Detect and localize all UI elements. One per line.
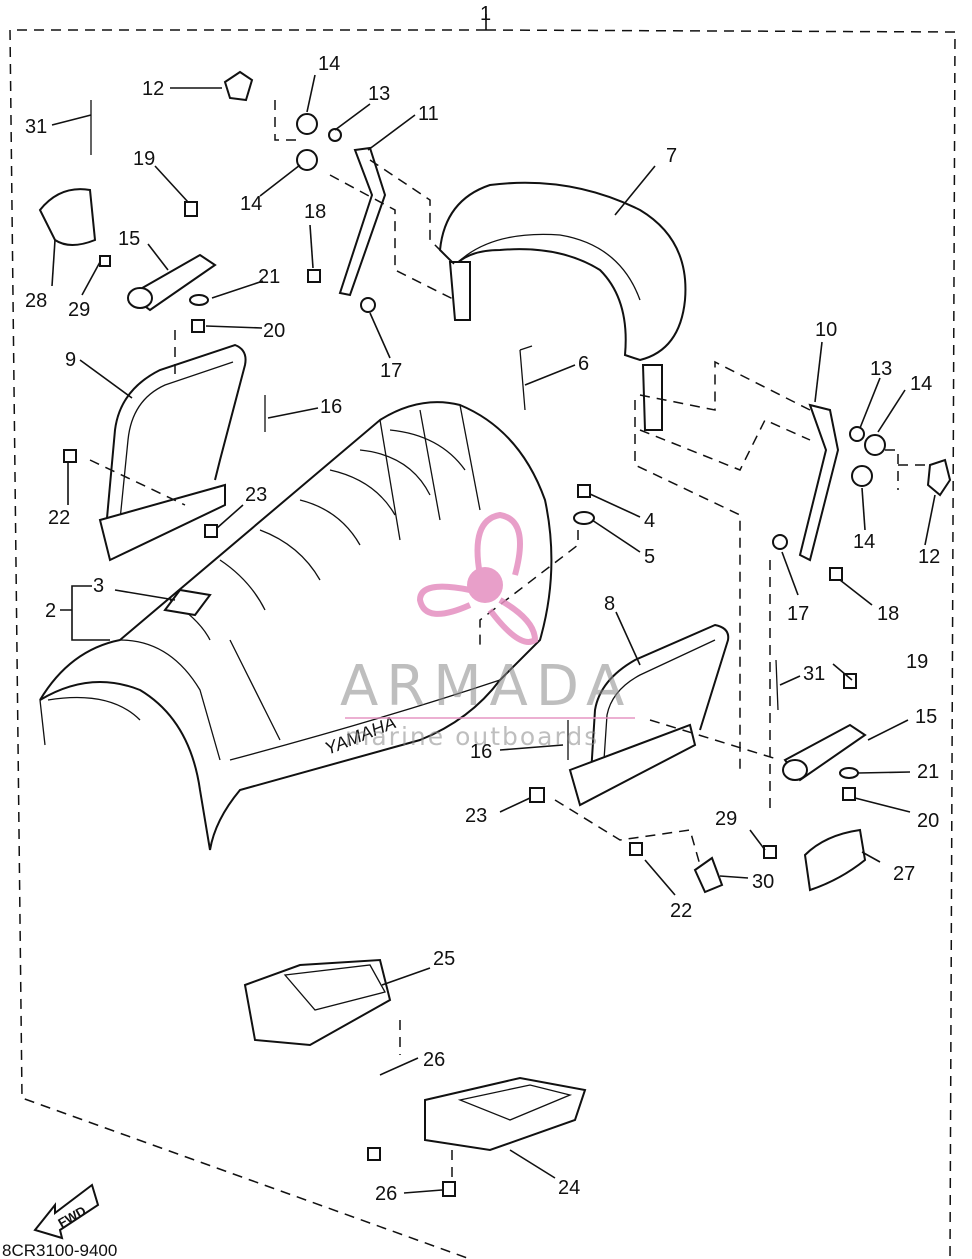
callout-8: 8: [604, 593, 615, 615]
callout-31: 31: [803, 663, 825, 685]
callout-19: 19: [906, 651, 928, 673]
callout-2: 2: [45, 600, 56, 622]
callout-29: 29: [68, 299, 90, 321]
left-grab-bar: [98, 343, 247, 562]
propeller-logo-icon: [416, 511, 539, 645]
callout-1: 1: [480, 3, 491, 25]
watermark: ARMADA marine outboards: [340, 511, 635, 751]
callout-12: 12: [142, 78, 164, 100]
callout-26: 26: [423, 1049, 445, 1071]
callout-28: 28: [25, 290, 47, 312]
assembly-border: [9, 29, 956, 1259]
callout-18: 18: [877, 603, 899, 625]
callout-4: 4: [644, 510, 655, 532]
callout-30: 30: [752, 871, 774, 893]
callout-31: 31: [25, 116, 47, 138]
callout-13: 13: [870, 358, 892, 380]
assembly-guides: [89, 100, 925, 1180]
callout-14: 14: [240, 193, 262, 215]
callout-17: 17: [380, 360, 402, 382]
callout-25: 25: [433, 948, 455, 970]
callout-23: 23: [245, 484, 267, 506]
watermark-tagline: marine outboards: [345, 722, 599, 751]
callout-27: 27: [893, 863, 915, 885]
backrest: [438, 181, 687, 431]
callout-22: 22: [48, 507, 70, 529]
callout-14: 14: [853, 531, 875, 553]
callout-6: 6: [578, 353, 589, 375]
callout-26: 26: [375, 1183, 397, 1205]
callout-29: 29: [715, 808, 737, 830]
callout-labels: 1 12 14 13 11 31 19 14 18 7 15 21 20 28 …: [2, 3, 940, 1259]
callout-21: 21: [258, 266, 280, 288]
diagram-code: 8CR3100-9400: [2, 1241, 117, 1259]
callout-7: 7: [666, 145, 677, 167]
callout-12: 12: [918, 546, 940, 568]
callout-20: 20: [263, 320, 285, 342]
right-grab-bar: [568, 623, 730, 807]
callout-18: 18: [304, 201, 326, 223]
callout-21: 21: [917, 761, 939, 783]
callout-19: 19: [133, 148, 155, 170]
callout-9: 9: [65, 349, 76, 371]
callout-22: 22: [670, 900, 692, 922]
callout-10: 10: [815, 319, 837, 341]
callout-23: 23: [465, 805, 487, 827]
callout-24: 24: [558, 1177, 580, 1199]
callout-17: 17: [787, 603, 809, 625]
callout-15: 15: [915, 706, 937, 728]
callout-5: 5: [644, 546, 655, 568]
callout-14: 14: [318, 53, 340, 75]
storage-trays: [243, 958, 587, 1152]
callout-15: 15: [118, 228, 140, 250]
callout-3: 3: [93, 575, 104, 597]
callout-13: 13: [368, 83, 390, 105]
callout-20: 20: [917, 810, 939, 832]
left-arm: [338, 146, 387, 297]
callout-11: 11: [418, 103, 439, 125]
callout-16: 16: [470, 741, 492, 763]
leader-lines: [51, 74, 936, 1194]
fwd-arrow-icon: FWD: [33, 1183, 100, 1240]
right-arm: [798, 403, 840, 562]
callout-16: 16: [320, 396, 342, 418]
callout-14: 14: [910, 373, 932, 395]
watermark-brand: ARMADA: [340, 654, 632, 719]
fasteners: [38, 70, 952, 1197]
